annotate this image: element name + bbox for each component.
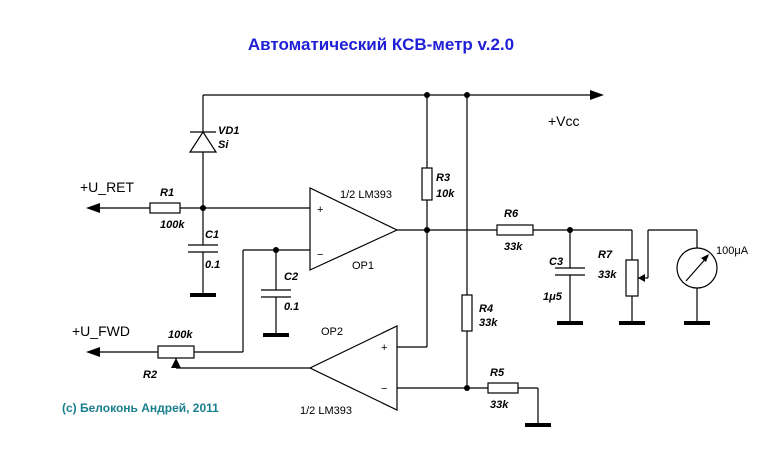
ret-input: +U_RET R1 100k (80, 179, 310, 231)
c2-value: 0.1 (284, 301, 299, 313)
c1-value: 0.1 (205, 259, 220, 271)
c3-ref: C3 (549, 256, 563, 268)
fwd-input: +U_FWD 100k R2 (72, 250, 310, 381)
op2-plus-pin: + (381, 342, 387, 354)
op2-part: 1/2 LM393 (300, 405, 352, 417)
r6-value: 33k (504, 241, 523, 253)
op1-ref: OP1 (352, 260, 374, 272)
capacitor-c2: C2 0.1 (243, 247, 310, 337)
r1-ref: R1 (160, 187, 174, 199)
meter-value: 100μA (716, 245, 749, 257)
r1-value: 100k (160, 219, 185, 231)
r2-value: 100k (168, 329, 193, 341)
op2-ref: OP2 (321, 326, 343, 338)
resistor-r6: R6 33k (496, 208, 632, 253)
c1-ref: C1 (205, 229, 219, 241)
resistor-r7: R7 33k (598, 229, 697, 325)
r2-ref: R2 (143, 369, 157, 381)
resistor-r5: R5 33k (464, 367, 551, 427)
diode-vd1: VD1 Si (188, 95, 239, 208)
op1-part: 1/2 LM393 (340, 189, 392, 201)
capacitor-c3: C3 1μ5 (543, 230, 585, 325)
vcc-label: +Vcc (548, 113, 580, 129)
vd1-value: Si (218, 139, 229, 151)
op1-plus-pin: + (317, 204, 323, 216)
r7-value: 33k (598, 269, 617, 281)
c2-ref: C2 (284, 271, 298, 283)
c3-value: 1μ5 (543, 291, 563, 303)
meter-100ua: 100μA (676, 230, 749, 325)
r5-value: 33k (490, 399, 509, 411)
r3-ref: R3 (436, 172, 450, 184)
vd1-ref: VD1 (218, 125, 239, 137)
op-amp-op2: + − OP2 1/2 LM393 (300, 325, 467, 417)
op2-minus-pin: − (381, 383, 387, 395)
r4-ref: R4 (479, 303, 493, 315)
r3-value: 10k (436, 188, 455, 200)
r7-ref: R7 (598, 249, 613, 261)
fwd-label: +U_FWD (72, 323, 130, 339)
r5-ref: R5 (490, 367, 505, 379)
capacitor-c1: C1 0.1 (188, 208, 220, 297)
page-title: Автоматический КСВ-метр v.2.0 (248, 35, 514, 54)
ret-label: +U_RET (80, 179, 135, 195)
op1-minus-pin: − (317, 249, 323, 261)
vcc-rail: +Vcc (203, 90, 604, 129)
resistor-r3: R3 10k (421, 95, 455, 347)
copyright-text: (c) Белоконь Андрей, 2011 (62, 401, 219, 415)
resistor-r4: R4 33k (461, 95, 498, 388)
r6-ref: R6 (504, 208, 519, 220)
r4-value: 33k (479, 317, 498, 329)
op-amp-op1: + − 1/2 LM393 OP1 (309, 187, 497, 272)
